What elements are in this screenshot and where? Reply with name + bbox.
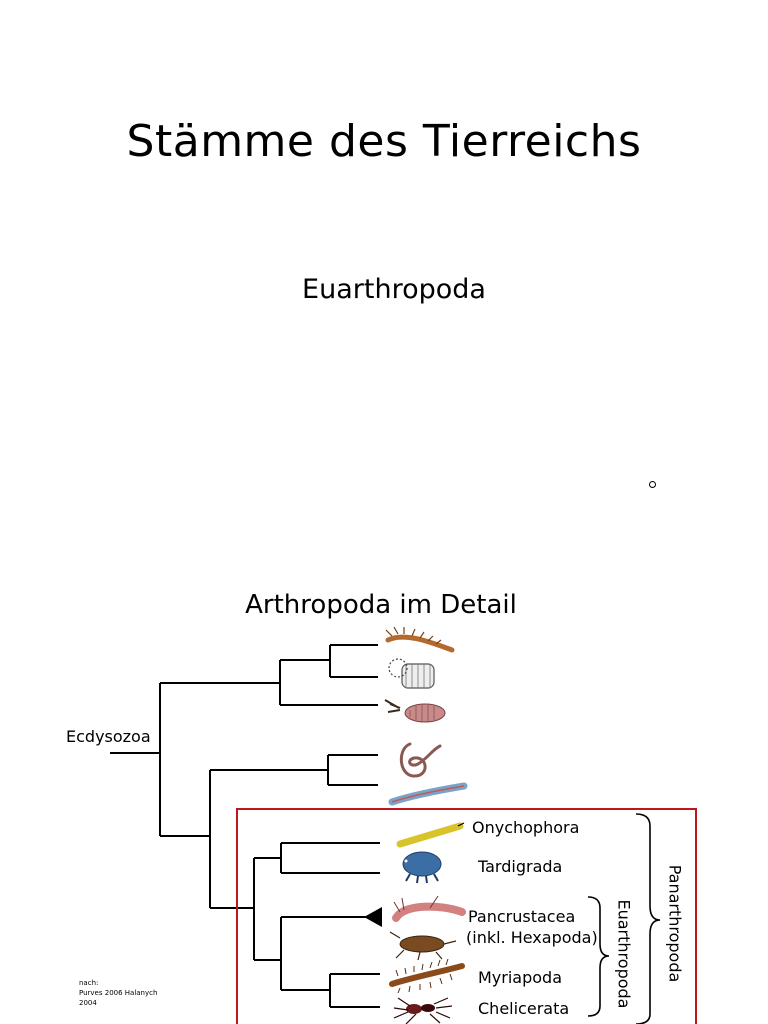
worm-icon [385,626,455,653]
panarthropoda-brace [635,813,661,1024]
slide-title: Stämme des Tierreichs [126,116,642,167]
bullet-marker-icon [649,481,656,488]
group-label-euarthropoda: Euarthropoda [614,899,634,1009]
tree-branches [110,644,380,1008]
group-label-panarthropoda: Panarthropoda [665,864,685,983]
taxon-label-myriapoda: Myriapoda [478,968,563,987]
taxon-label-chelicerata: Chelicerata [478,999,570,1018]
slide-subtitle: Euarthropoda [302,274,486,305]
credit-line-2: Purves 2006 Halanych [79,989,158,997]
velvet-worm-icon [396,822,465,848]
nematomorph-icon [388,782,468,806]
source-credit: nach: Purves 2006 Halanych 2004 [79,978,157,1008]
nematode-icon [399,742,442,778]
panarthropoda-highlight-box [236,808,697,1024]
centipede-icon [389,958,465,994]
euarthropoda-brace [587,896,610,1017]
spider-icon [393,997,453,1024]
collapsed-clade-triangle [364,907,382,927]
credit-line-3: 2004 [79,999,97,1007]
taxon-label-tardigrada: Tardigrada [478,857,563,876]
cockroach-icon [389,931,457,961]
root-label: Ecdysozoa [66,727,151,746]
credit-line-1: nach: [79,979,99,987]
tardigrade-icon [402,851,442,884]
taxon-note-hexapoda: (inkl. Hexapoda) [466,928,598,947]
taxon-label-pancrustacea: Pancrustacea [468,907,576,926]
priapulid-icon [388,658,435,689]
kinorhynch-icon [384,699,446,723]
shrimp-icon [392,895,466,922]
tree-heading: Arthropoda im Detail [245,590,517,620]
taxon-label-onychophora: Onychophora [472,818,580,837]
